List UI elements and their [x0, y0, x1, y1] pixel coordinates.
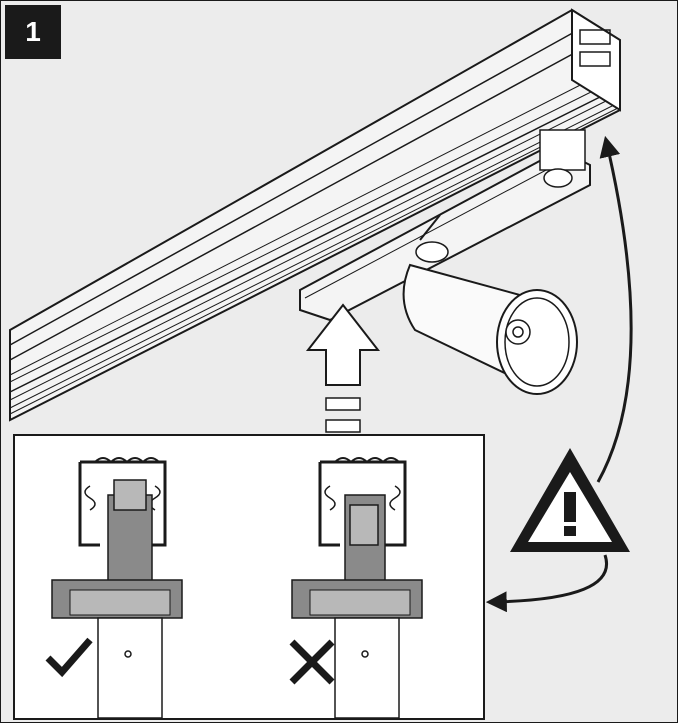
- warning-triangle-icon: [510, 448, 630, 552]
- incorrect-installation: [291, 457, 423, 719]
- check-icon: [45, 637, 93, 678]
- correct-installation: [51, 457, 183, 719]
- curved-arrow-to-panel: [485, 554, 608, 613]
- track-rail: [9, 8, 621, 422]
- step-number-badge: 1: [5, 5, 61, 59]
- up-arrow-icon: [305, 303, 381, 433]
- curved-arrow-to-rail: [596, 135, 633, 483]
- detail-panel: [13, 434, 485, 720]
- cross-icon: [289, 639, 335, 685]
- track-adapter: [299, 129, 591, 322]
- spotlight: [402, 241, 578, 395]
